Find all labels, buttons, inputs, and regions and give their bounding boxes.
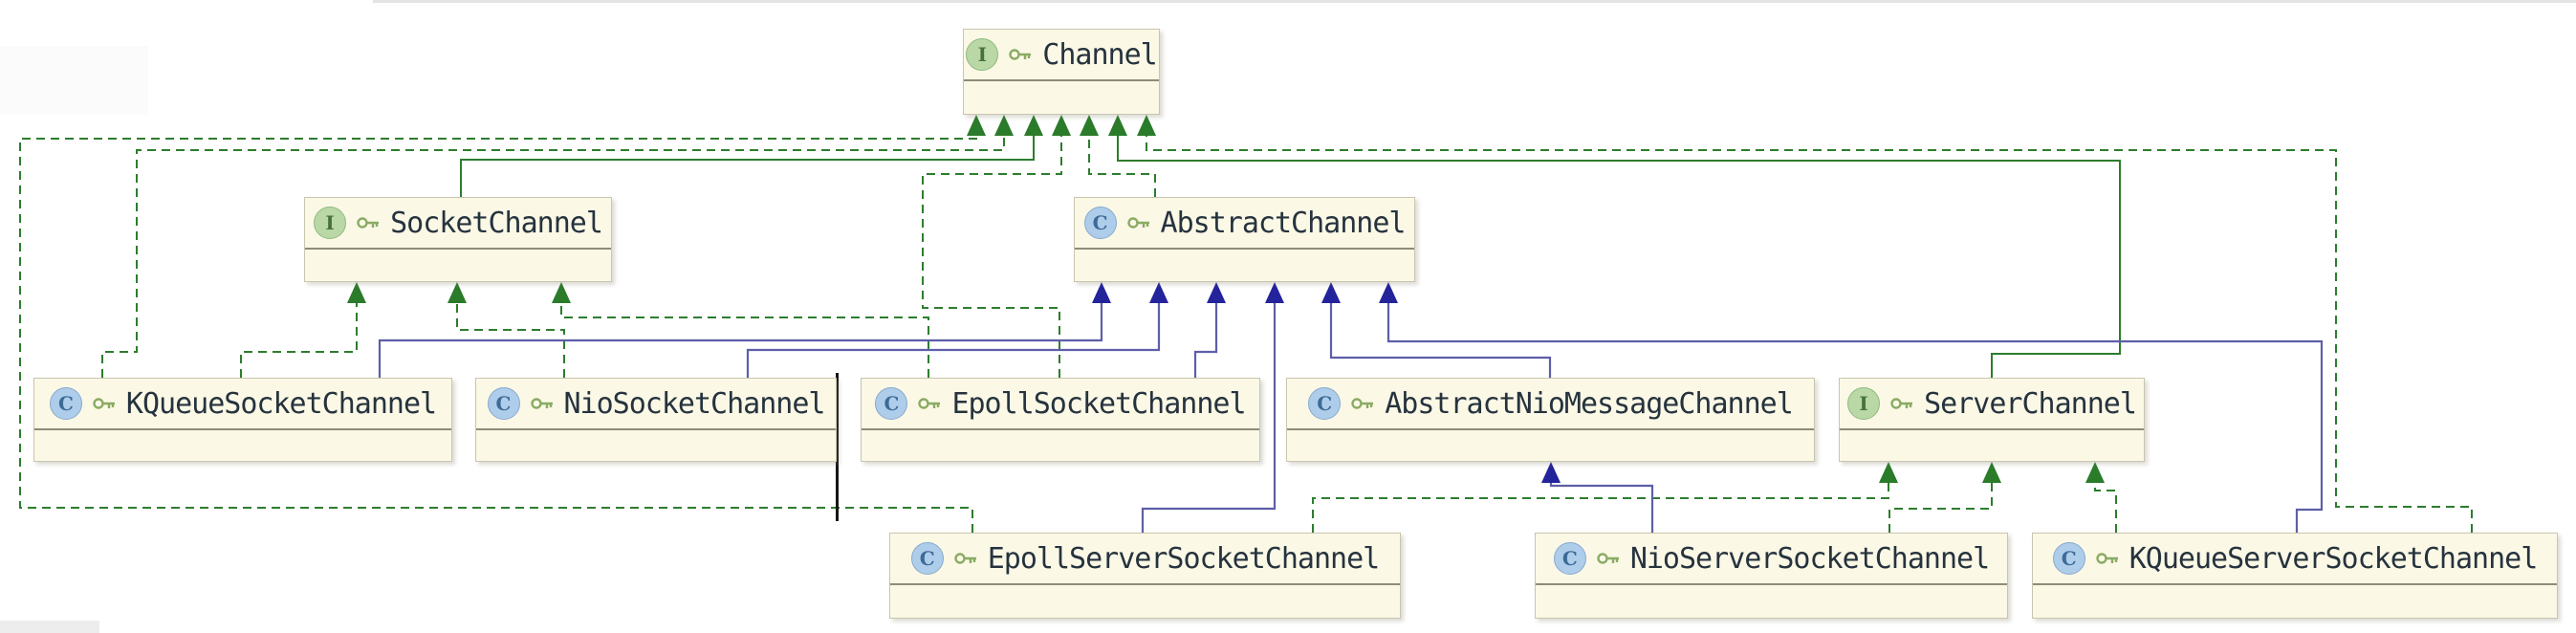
key-icon xyxy=(1597,553,1619,564)
edge-epollsocketchannel-extends-abstractchannel xyxy=(1193,282,1226,378)
edge-epollserversocketchannel-implements-channel xyxy=(19,115,986,533)
node-title: EpollSocketChannel xyxy=(951,386,1246,421)
node-members-section xyxy=(862,430,1259,461)
edge-epollserversocketchannel-implements-serverchannel xyxy=(1312,462,1898,533)
class-node-nioserversocketchannel[interactable]: C NioServerSocketChannel xyxy=(1535,533,2008,619)
key-icon xyxy=(357,217,380,229)
key-icon xyxy=(530,398,553,409)
class-node-epollsocketchannel[interactable]: C EpollSocketChannel xyxy=(861,378,1260,462)
node-title: KQueueSocketChannel xyxy=(125,386,437,421)
key-icon xyxy=(1890,398,1913,409)
class-icon: C xyxy=(910,542,944,575)
class-node-socketchannel[interactable]: I SocketChannel xyxy=(304,197,612,282)
node-members-section xyxy=(1075,250,1414,281)
node-members-section xyxy=(890,585,1400,618)
interface-icon: I xyxy=(1847,387,1881,420)
node-title: SocketChannel xyxy=(390,206,603,240)
interface-icon: I xyxy=(314,207,347,239)
edge-serverchannel-extends-channel xyxy=(1108,115,2121,378)
key-icon xyxy=(1351,398,1374,409)
key-icon xyxy=(1009,49,1032,60)
edge-abstractniomessagechannel-extends-abstractchannel xyxy=(1321,282,1552,378)
background-artifact xyxy=(0,621,99,633)
node-members-section xyxy=(1287,430,1814,461)
node-members-section xyxy=(1840,430,2144,461)
key-icon xyxy=(954,553,976,564)
window-top-border xyxy=(373,0,2576,3)
background-artifact xyxy=(0,46,148,115)
class-icon: C xyxy=(1553,542,1586,575)
key-icon xyxy=(1126,217,1149,229)
class-node-epollserversocketchannel[interactable]: C EpollServerSocketChannel xyxy=(889,533,1401,619)
edge-nioserversocketchannel-extends-abstractniomessagechannel xyxy=(1541,462,1654,533)
node-members-section xyxy=(964,81,1159,114)
key-icon xyxy=(2096,553,2118,564)
edge-socketchannel-extends-channel xyxy=(460,115,1043,197)
node-title: AbstractNioMessageChannel xyxy=(1385,386,1794,421)
class-node-abstractchannel[interactable]: C AbstractChannel xyxy=(1074,197,1415,282)
class-node-serverchannel[interactable]: I ServerChannel xyxy=(1839,378,2145,462)
class-node-channel[interactable]: I Channel xyxy=(963,29,1160,115)
node-members-section xyxy=(305,250,611,281)
edge-kqueuesocketchannel-implements-socketchannel xyxy=(240,282,366,378)
node-title: AbstractChannel xyxy=(1160,206,1407,240)
class-icon: C xyxy=(2052,542,2085,575)
class-icon: C xyxy=(49,387,82,420)
class-node-kqueuesocketchannel[interactable]: C KQueueSocketChannel xyxy=(33,378,452,462)
edge-epollserversocketchannel-extends-abstractchannel xyxy=(1141,282,1284,533)
vertical-line-artifact xyxy=(836,373,839,521)
class-icon: C xyxy=(1308,387,1342,420)
class-node-kqueueserversocketchannel[interactable]: C KQueueServerSocketChannel xyxy=(2032,533,2558,619)
class-node-niosocketchannel[interactable]: C NioSocketChannel xyxy=(475,378,837,462)
edge-nioserversocketchannel-implements-serverchannel xyxy=(1888,462,2001,533)
interface-icon: I xyxy=(966,38,999,71)
node-title: KQueueServerSocketChannel xyxy=(2128,541,2539,576)
edge-epollsocketchannel-implements-channel xyxy=(922,115,1071,378)
key-icon xyxy=(918,398,941,409)
node-members-section xyxy=(2033,585,2557,618)
class-icon: C xyxy=(487,387,520,420)
class-node-abstractniomessagechannel[interactable]: C AbstractNioMessageChannel xyxy=(1286,378,1815,462)
edge-niosocketchannel-implements-socketchannel xyxy=(448,282,565,378)
edge-kqueueserversocketchannel-implements-serverchannel xyxy=(2085,462,2117,533)
node-members-section xyxy=(34,430,451,461)
node-title: NioServerSocketChannel xyxy=(1629,541,1990,576)
node-title: EpollServerSocketChannel xyxy=(987,541,1380,576)
edge-kqueuesocketchannel-extends-abstractchannel xyxy=(378,282,1111,378)
edge-niosocketchannel-extends-abstractchannel xyxy=(746,282,1168,378)
node-title: Channel xyxy=(1042,37,1157,72)
edge-kqueuesocketchannel-implements-channel xyxy=(101,115,1014,378)
node-title: ServerChannel xyxy=(1924,386,2137,421)
key-icon xyxy=(93,398,115,409)
class-icon: C xyxy=(875,387,908,420)
edge-epollsocketchannel-implements-socketchannel xyxy=(552,282,929,378)
edge-kqueueserversocketchannel-extends-abstractchannel xyxy=(1379,282,2324,533)
node-title: NioSocketChannel xyxy=(563,386,826,421)
class-icon: C xyxy=(1083,207,1117,239)
node-members-section xyxy=(476,430,836,461)
edge-abstractchannel-implements-channel xyxy=(1080,115,1156,197)
edge-kqueueserversocketchannel-implements-channel xyxy=(1137,115,2473,533)
node-members-section xyxy=(1536,585,2007,618)
